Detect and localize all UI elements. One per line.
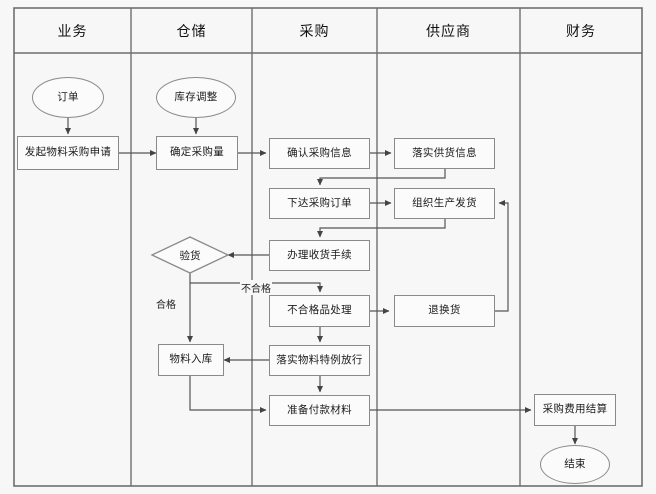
lane-header-finance: 财务 — [520, 8, 642, 53]
node-receive-procedure[interactable]: 办理收货手续 — [269, 240, 370, 271]
node-inspect[interactable]: 验货 — [152, 237, 228, 273]
node-confirm-info[interactable]: 确认采购信息 — [269, 138, 370, 169]
node-confirm-qty[interactable]: 确定采购量 — [156, 136, 238, 170]
node-label: 组织生产发货 — [412, 196, 477, 209]
node-label: 落实供货信息 — [412, 146, 477, 159]
node-order[interactable]: 订单 — [32, 77, 104, 118]
edge-label-qualified: 合格 — [155, 296, 177, 311]
node-label: 办理收货手续 — [287, 248, 352, 261]
node-label: 落实物料特例放行 — [276, 353, 363, 366]
node-label: 不合格品处理 — [287, 304, 352, 317]
node-label: 订单 — [57, 90, 79, 103]
node-cost-settle[interactable]: 采购费用结算 — [534, 394, 616, 426]
node-label: 确定采购量 — [170, 146, 224, 159]
node-stock-adjust[interactable]: 库存调整 — [156, 77, 236, 118]
lane-label: 仓储 — [176, 23, 207, 40]
node-defect-handle[interactable]: 不合格品处理 — [269, 295, 370, 327]
node-return-exchange[interactable]: 退换货 — [394, 295, 495, 327]
node-label: 结束 — [564, 457, 586, 470]
node-special-release[interactable]: 落实物料特例放行 — [269, 345, 370, 376]
lane-label: 供应商 — [426, 23, 471, 40]
lane-label: 业务 — [57, 23, 88, 40]
node-prepare-payment[interactable]: 准备付款材料 — [269, 395, 370, 426]
node-end[interactable]: 结束 — [540, 445, 610, 484]
lane-header-purchasing: 采购 — [252, 8, 377, 53]
node-label: 验货 — [179, 249, 201, 262]
node-material-in[interactable]: 物料入库 — [158, 344, 224, 376]
node-label: 下达采购订单 — [287, 196, 352, 209]
lane-label: 采购 — [299, 23, 330, 40]
node-label: 确认采购信息 — [287, 146, 352, 159]
lane-header-warehouse: 仓储 — [131, 8, 252, 53]
node-label: 发起物料采购申请 — [24, 146, 112, 159]
node-label: 库存调整 — [174, 90, 218, 103]
lane-header-business: 业务 — [14, 8, 131, 53]
node-label: 退换货 — [428, 304, 461, 317]
node-organize-ship[interactable]: 组织生产发货 — [394, 188, 495, 219]
node-label: 准备付款材料 — [287, 403, 352, 416]
lane-header-supplier: 供应商 — [377, 8, 520, 53]
node-supply-info[interactable]: 落实供货信息 — [394, 138, 495, 169]
node-place-order[interactable]: 下达采购订单 — [269, 188, 370, 219]
edge-label-unqualified: 不合格 — [240, 280, 272, 295]
node-label: 采购费用结算 — [542, 403, 608, 416]
node-raise-request[interactable]: 发起物料采购申请 — [17, 136, 119, 170]
lane-label: 财务 — [566, 23, 596, 40]
node-label: 物料入库 — [169, 353, 213, 366]
